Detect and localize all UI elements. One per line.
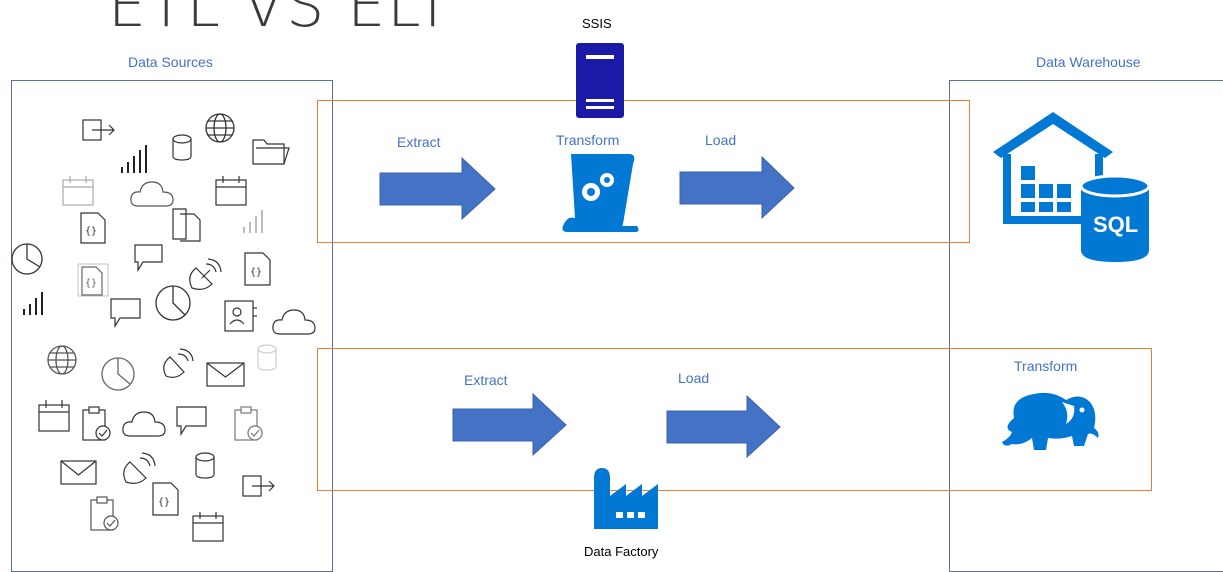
etl-load-label: Load xyxy=(705,132,737,148)
chat-icon xyxy=(176,406,207,437)
database-icon xyxy=(172,134,192,161)
data-sources-label: Data Sources xyxy=(128,54,213,70)
svg-text:{}: {} xyxy=(250,267,262,278)
hadoop-elephant-icon xyxy=(1002,392,1099,450)
cloud-icon xyxy=(122,411,166,437)
elt-transform-label: Transform xyxy=(1014,358,1078,374)
folder-stack-icon xyxy=(172,208,201,242)
clipboard-check-icon xyxy=(234,406,263,441)
signal-icon xyxy=(23,292,43,315)
file-code-icon: {} xyxy=(244,252,271,286)
data-warehouse-label: Data Warehouse xyxy=(1036,54,1141,70)
mail-icon xyxy=(206,362,245,387)
svg-text:{}: {} xyxy=(158,497,170,508)
satellite-icon xyxy=(189,258,222,290)
calendar-icon xyxy=(192,512,224,542)
satellite-icon xyxy=(123,452,156,484)
page-title: ETL VS ELT xyxy=(108,0,453,41)
calendar-icon xyxy=(38,400,70,432)
globe-icon xyxy=(47,345,77,375)
contact-card-icon xyxy=(224,300,257,332)
cloud-icon xyxy=(272,309,316,335)
pie-chart-icon xyxy=(101,357,135,391)
signal-icon xyxy=(121,145,147,173)
calendar-icon xyxy=(215,176,247,206)
sql-warehouse-icon xyxy=(993,112,1151,262)
transform-scroll-icon xyxy=(562,154,639,232)
data-factory-icon xyxy=(594,468,658,529)
file-code-icon: {} xyxy=(80,212,106,244)
etl-load-arrow xyxy=(679,155,795,220)
mail-icon xyxy=(60,460,97,485)
pie-chart-icon xyxy=(155,285,191,321)
etl-extract-label: Extract xyxy=(397,134,441,150)
sql-label: SQL xyxy=(1093,212,1139,237)
elt-extract-label: Extract xyxy=(464,372,508,388)
database-icon xyxy=(257,344,277,371)
satellite-icon xyxy=(163,348,194,378)
elt-extract-arrow xyxy=(452,392,567,457)
data-factory-label: Data Factory xyxy=(584,544,659,559)
chat-icon xyxy=(134,244,163,273)
elt-load-label: Load xyxy=(678,370,710,386)
chat-icon xyxy=(110,298,141,329)
file-code-icon: {} xyxy=(152,482,179,516)
svg-text:{}: {} xyxy=(85,278,97,289)
svg-text:{}: {} xyxy=(85,226,97,237)
server-icon xyxy=(576,43,624,118)
elt-load-arrow xyxy=(666,394,781,459)
calendar-icon xyxy=(62,176,94,206)
etl-extract-arrow xyxy=(379,156,496,221)
elt-flow-box xyxy=(317,348,1152,491)
database-icon xyxy=(195,452,215,479)
exit-icon xyxy=(242,475,275,497)
cloud-icon xyxy=(130,181,174,207)
globe-icon xyxy=(205,113,235,143)
exit-icon xyxy=(82,119,115,141)
pie-chart-icon xyxy=(11,243,43,275)
signal-icon xyxy=(243,210,263,233)
etl-flow-box xyxy=(317,100,970,243)
clipboard-check-icon xyxy=(90,496,119,531)
file-code-icon: {} xyxy=(77,263,109,297)
folder-icon xyxy=(252,139,290,165)
ssis-label: SSIS xyxy=(582,16,612,31)
clipboard-check-icon xyxy=(82,406,111,441)
etl-transform-label: Transform xyxy=(556,132,620,148)
